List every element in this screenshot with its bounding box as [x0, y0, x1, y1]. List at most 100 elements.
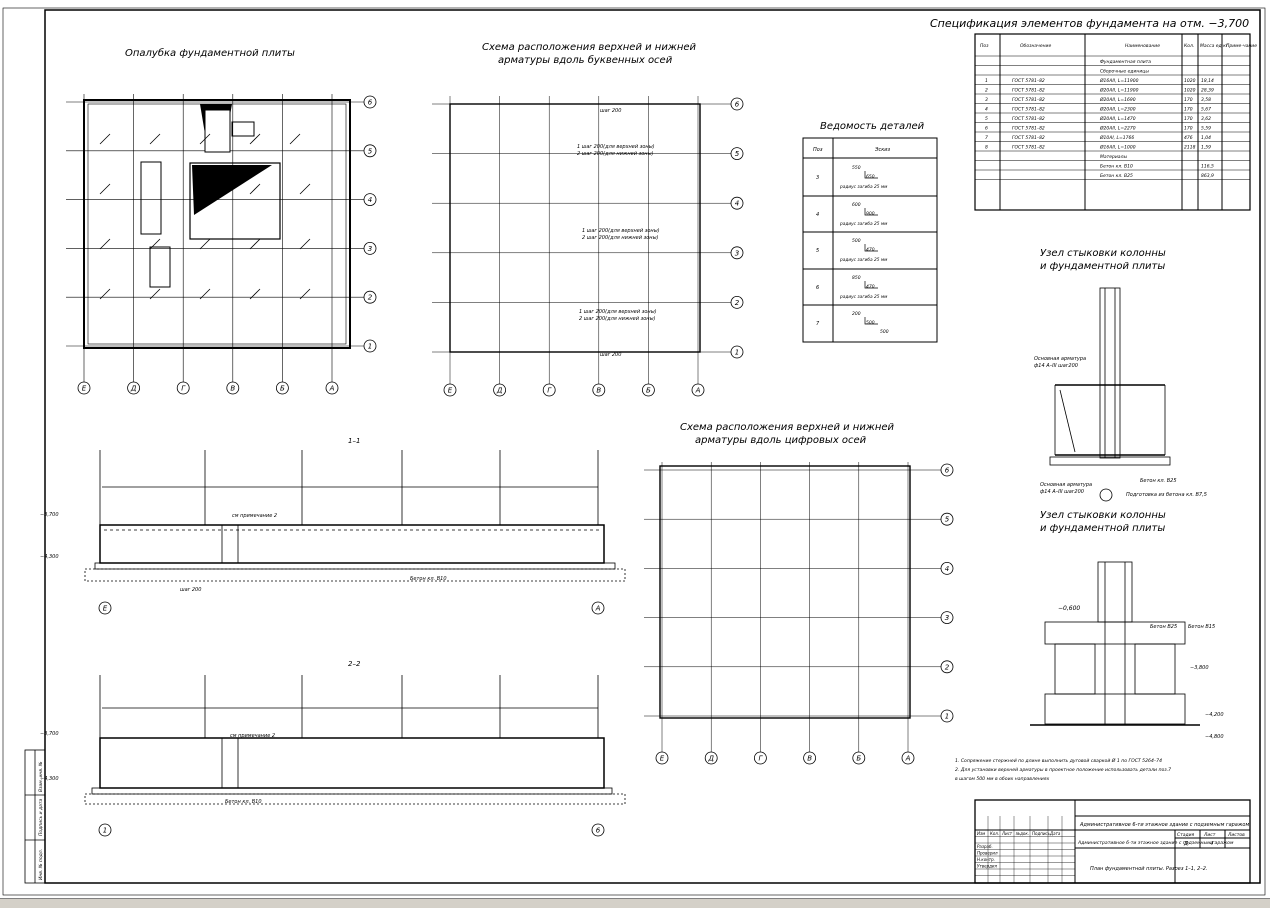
fw-axis-А: А	[325, 381, 339, 395]
sl-axis-Б-label: Б	[646, 387, 651, 395]
fw-axis-Г: Г	[176, 381, 190, 395]
side-stamp-inv: Инв. № подл.	[38, 849, 44, 880]
details-dim-2-1: 470	[866, 247, 875, 253]
note-3: в шагом 500 мм в обоих направлениях	[955, 776, 1050, 782]
s11-weld: см примечание 2	[232, 513, 277, 519]
details-pos-4: 4	[816, 212, 819, 218]
s22-axis-1: 1	[98, 823, 112, 837]
spec-row-7-cell-3: 476	[1184, 135, 1193, 141]
sd-axis-Б-label: Б	[856, 755, 861, 763]
details-dim-0-1: 650	[866, 174, 875, 180]
spec-row-3-cell-4: 3,58	[1201, 97, 1211, 103]
s11-concrete: Бетон кл. В10	[410, 576, 447, 582]
fw-axis-5: 5	[363, 144, 377, 158]
sl-axis-В: В	[592, 383, 606, 397]
spec-row-4-cell-3: 170	[1184, 107, 1193, 113]
node2-b15: Бетон В15	[1188, 624, 1215, 630]
tb-stage-h: Стадия	[1177, 832, 1195, 838]
fw-axis-3-label: 3	[368, 245, 372, 253]
spec-row-1-cell-4: 18,14	[1201, 78, 1214, 84]
details-dim-1-0: 600	[852, 202, 861, 208]
sd-axis-3-label: 3	[945, 614, 949, 622]
node1-concrete: Бетон кл. В25	[1140, 478, 1177, 484]
details-pos-7: 7	[816, 321, 820, 327]
scheme-letter-title-1: Схема расположения верхней и нижней	[482, 42, 697, 53]
sd-axis-А: А	[901, 751, 915, 765]
sl-axis-Б: Б	[642, 383, 655, 397]
sd-axis-Г-label: Г	[758, 755, 763, 763]
section-22-title: 2–2	[348, 660, 361, 668]
fw-mark-3	[249, 133, 261, 145]
sl-axis-А-label: А	[695, 387, 701, 395]
fw-axis-1: 1	[363, 339, 377, 353]
spec-row-4-cell-2: Ø20АII, L=2300	[1099, 106, 1136, 113]
fw-axis-В: В	[226, 381, 240, 395]
spec-title: Спецификация элементов фундамента на отм…	[930, 17, 1249, 30]
node2-lvl-3800: −3,800	[1190, 665, 1209, 671]
fw-mark-2	[199, 133, 211, 145]
spec-mat-2-cell-4: 863,9	[1201, 173, 1214, 179]
spec-row-7-cell-1: ГОСТ 5781–82	[1012, 135, 1045, 141]
spec-row-1-cell-3: 1020	[1184, 78, 1196, 84]
fw-axis-4-label: 4	[368, 196, 372, 204]
formwork-plan	[66, 94, 364, 382]
fw-axis-6-label: 6	[368, 99, 373, 107]
details-note-3: радиус загиба 25 мм	[839, 184, 888, 190]
side-stamp-instead: Взам. инв. №	[38, 761, 44, 792]
sl-axis-3-label: 3	[735, 249, 739, 257]
node1-title-2: и фундаментной плиты	[1040, 261, 1165, 272]
sl-axis-В-label: В	[596, 387, 601, 395]
sl-label-bot2: 2 шаг 200(для нижней зоны)	[579, 316, 656, 322]
details-title: Ведомость деталей	[820, 121, 925, 132]
fw-mark-7	[299, 183, 311, 195]
details-h-sketch: Эскиз	[874, 147, 891, 153]
sl-axis-6: 6	[730, 97, 744, 111]
sd-axis-6: 6	[940, 463, 954, 477]
fw-mark-13	[99, 288, 111, 300]
spec-row-7-cell-0: 7	[985, 135, 988, 141]
note-2: 2. Для установки верхней арматуры в прое…	[955, 767, 1171, 773]
scheme-digit-plan	[644, 462, 941, 752]
sl-label-mid2: 2 шаг 200(для нижней зоны)	[582, 235, 659, 241]
section-11-title: 1–1	[348, 437, 360, 445]
sd-axis-2-label: 2	[945, 663, 950, 671]
spec-row-6-cell-0: 6	[985, 126, 988, 132]
s22-weld: см примечание 2	[230, 733, 275, 739]
sl-step-top: шаг 200	[600, 108, 621, 114]
sl-axis-Д-label: Д	[496, 387, 503, 395]
node2-lvl-0600: −0,600	[1058, 605, 1080, 612]
spec-row-6-cell-2: Ø20АII, L=2270	[1099, 125, 1136, 132]
tb-role-1: Проверил	[977, 851, 998, 856]
scheme-letter-plan	[432, 96, 731, 384]
details-dim-4-1: 500	[866, 320, 875, 326]
sheet-border	[44, 9, 1261, 884]
details-dim-4-0: 200	[852, 311, 861, 317]
s11-lvl2: −4,300	[40, 554, 59, 560]
details-sketch-3	[864, 171, 878, 179]
s11-lvl1: −3,700	[40, 512, 59, 518]
fw-axis-Б: Б	[275, 381, 289, 395]
spec-row-8-cell-0: 8	[985, 145, 988, 151]
sl-axis-4: 4	[730, 196, 744, 210]
node1-title-1: Узел стыковки колонны	[1040, 248, 1166, 259]
fw-mark-8	[99, 238, 111, 250]
sl-axis-5: 5	[730, 147, 744, 161]
spec-section2-cell-2: Сборочные единицы	[1100, 69, 1149, 75]
sd-axis-Б: Б	[852, 751, 866, 765]
details-dim-4-2: 500	[880, 329, 889, 335]
details-pos-5: 5	[816, 248, 819, 254]
s11-axis-Е: Е	[98, 601, 112, 615]
spec-row-8-cell-4: 1,59	[1201, 145, 1211, 151]
spec-row-3-cell-0: 3	[985, 97, 988, 103]
sd-axis-6-label: 6	[945, 467, 950, 475]
fw-axis-Г-label: Г	[181, 385, 186, 393]
title-block	[974, 799, 1251, 884]
s22-lvl2: −4,300	[40, 776, 59, 782]
fw-axis-4: 4	[363, 193, 377, 207]
sl-label-top2: 2 шаг 200(для нижней зоны)	[577, 151, 654, 157]
sd-axis-В: В	[803, 751, 816, 765]
fw-mark-11	[249, 238, 261, 250]
spec-row-6-cell-4: 5,59	[1201, 126, 1211, 132]
